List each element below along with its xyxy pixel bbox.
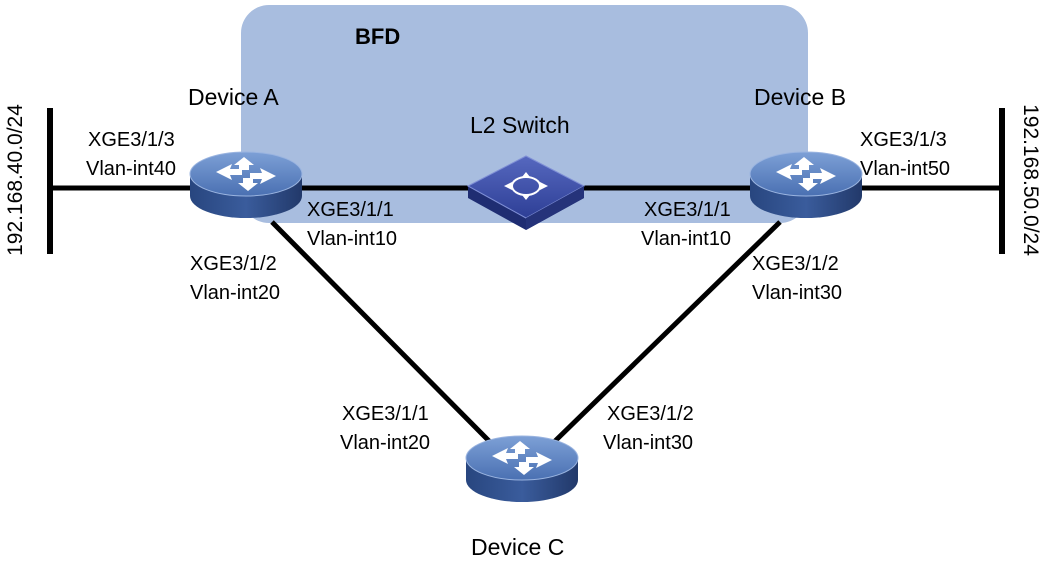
l2-switch-icon [466, 155, 586, 230]
device-b-c-port: XGE3/1/2 [752, 253, 839, 275]
device-b-switch-port: XGE3/1/1 [644, 199, 731, 221]
device-b-lan-port: XGE3/1/3 [860, 129, 947, 151]
device-b-lan-vlan: Vlan-int50 [860, 158, 950, 180]
device-c-router-icon [466, 436, 578, 502]
l2-switch-name: L2 Switch [470, 112, 570, 138]
network-left-label: 192.168.40.0/24 [4, 104, 27, 256]
device-b-switch-vlan: Vlan-int10 [641, 228, 731, 250]
device-a-name: Device A [188, 84, 279, 110]
device-c-a-port: XGE3/1/1 [342, 403, 429, 425]
device-c-a-vlan: Vlan-int20 [340, 432, 430, 454]
device-a-router-icon [190, 152, 302, 218]
link-device-a-device-c [270, 220, 494, 446]
bfd-region [241, 5, 808, 223]
device-a-switch-port: XGE3/1/1 [307, 199, 394, 221]
network-right-label: 192.168.50.0/24 [1019, 104, 1042, 256]
device-b-name: Device B [754, 84, 846, 110]
device-c-name: Device C [471, 534, 564, 560]
device-b-c-vlan: Vlan-int30 [752, 282, 842, 304]
device-a-c-port: XGE3/1/2 [190, 253, 277, 275]
device-a-lan-vlan: Vlan-int40 [86, 158, 176, 180]
device-c-b-port: XGE3/1/2 [607, 403, 694, 425]
device-b-router-icon [750, 152, 862, 218]
device-a-switch-vlan: Vlan-int10 [307, 228, 397, 250]
device-a-lan-port: XGE3/1/3 [88, 129, 175, 151]
device-c-b-vlan: Vlan-int30 [603, 432, 693, 454]
bfd-label: BFD [355, 24, 400, 49]
link-device-b-device-c [550, 220, 782, 446]
device-a-c-vlan: Vlan-int20 [190, 282, 280, 304]
